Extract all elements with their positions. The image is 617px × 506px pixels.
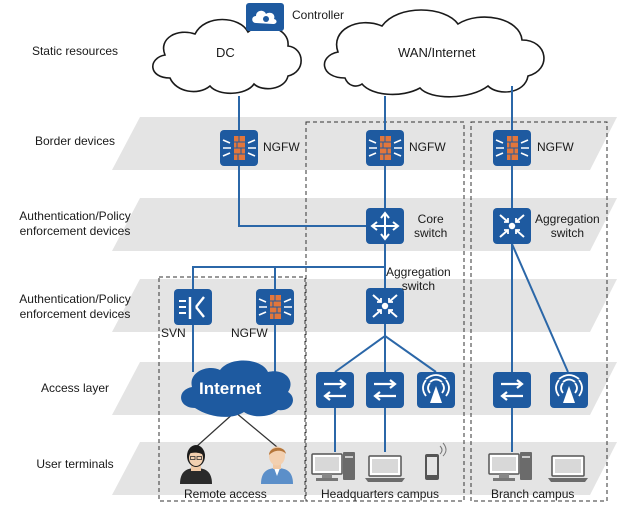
row-label-border-devices: Border devices (34, 134, 116, 148)
row-label-access-layer: Access layer (40, 381, 110, 395)
hq-campus-label: Headquarters campus (321, 487, 440, 501)
firewall-icon[interactable] (492, 129, 532, 167)
aggregation-switch-icon[interactable] (365, 287, 405, 325)
ngfw-branch-label: NGFW (537, 140, 574, 154)
dc-cloud-label: DC (216, 45, 235, 60)
wan-cloud (323, 9, 545, 98)
row-label-auth-policy-1: Authentication/Policy enforcement device… (19, 209, 131, 238)
svn-label: SVN (161, 326, 186, 340)
remote-user-male-icon (261, 446, 293, 484)
wireless-ap-icon[interactable] (549, 371, 589, 409)
branch-campus-region (470, 121, 608, 502)
agg-hq-label: Aggregation switch (386, 265, 451, 293)
firewall-icon[interactable] (365, 129, 405, 167)
laptop-icon (364, 455, 406, 483)
row-label-static-resources: Static resources (31, 44, 119, 58)
ngfw-hq-label: NGFW (409, 140, 446, 154)
internet-cloud (181, 360, 293, 417)
branch-campus-label: Branch campus (491, 487, 575, 501)
agg-branch-label: Aggregation switch (535, 212, 600, 240)
internet-cloud-label: Internet (199, 379, 262, 398)
wireless-ap-icon[interactable] (416, 371, 456, 409)
controller-label: Controller (292, 8, 345, 22)
firewall-icon[interactable] (219, 129, 259, 167)
wan-cloud-label: WAN/Internet (398, 45, 476, 60)
ngfw-dc-label: NGFW (263, 140, 300, 154)
ngfw-remote-label: NGFW (231, 326, 268, 340)
core-switch-label: Core switch (414, 212, 448, 240)
phone-signal-icon (439, 442, 447, 457)
connection-lines (192, 86, 569, 452)
laptop-icon (547, 455, 589, 483)
access-switch-icon[interactable] (491, 370, 533, 410)
firewall-icon[interactable] (255, 288, 295, 326)
remote-user-female-icon (180, 445, 212, 484)
row-label-auth-policy-2: Authentication/Policy enforcement device… (19, 292, 131, 321)
dc-cloud (152, 18, 302, 95)
core-switch-icon[interactable] (365, 207, 405, 245)
row-label-user-terminals: User terminals (36, 457, 114, 471)
controller-icon[interactable] (246, 3, 284, 31)
layer-band-auth2 (112, 279, 617, 332)
remote-access-region (158, 276, 306, 502)
svn-icon[interactable] (172, 287, 214, 327)
aggregation-switch-icon[interactable] (492, 207, 532, 245)
remote-access-label: Remote access (184, 487, 267, 501)
access-switch-icon[interactable] (364, 370, 406, 410)
access-switch-icon[interactable] (314, 370, 356, 410)
phone-icon (425, 454, 439, 480)
